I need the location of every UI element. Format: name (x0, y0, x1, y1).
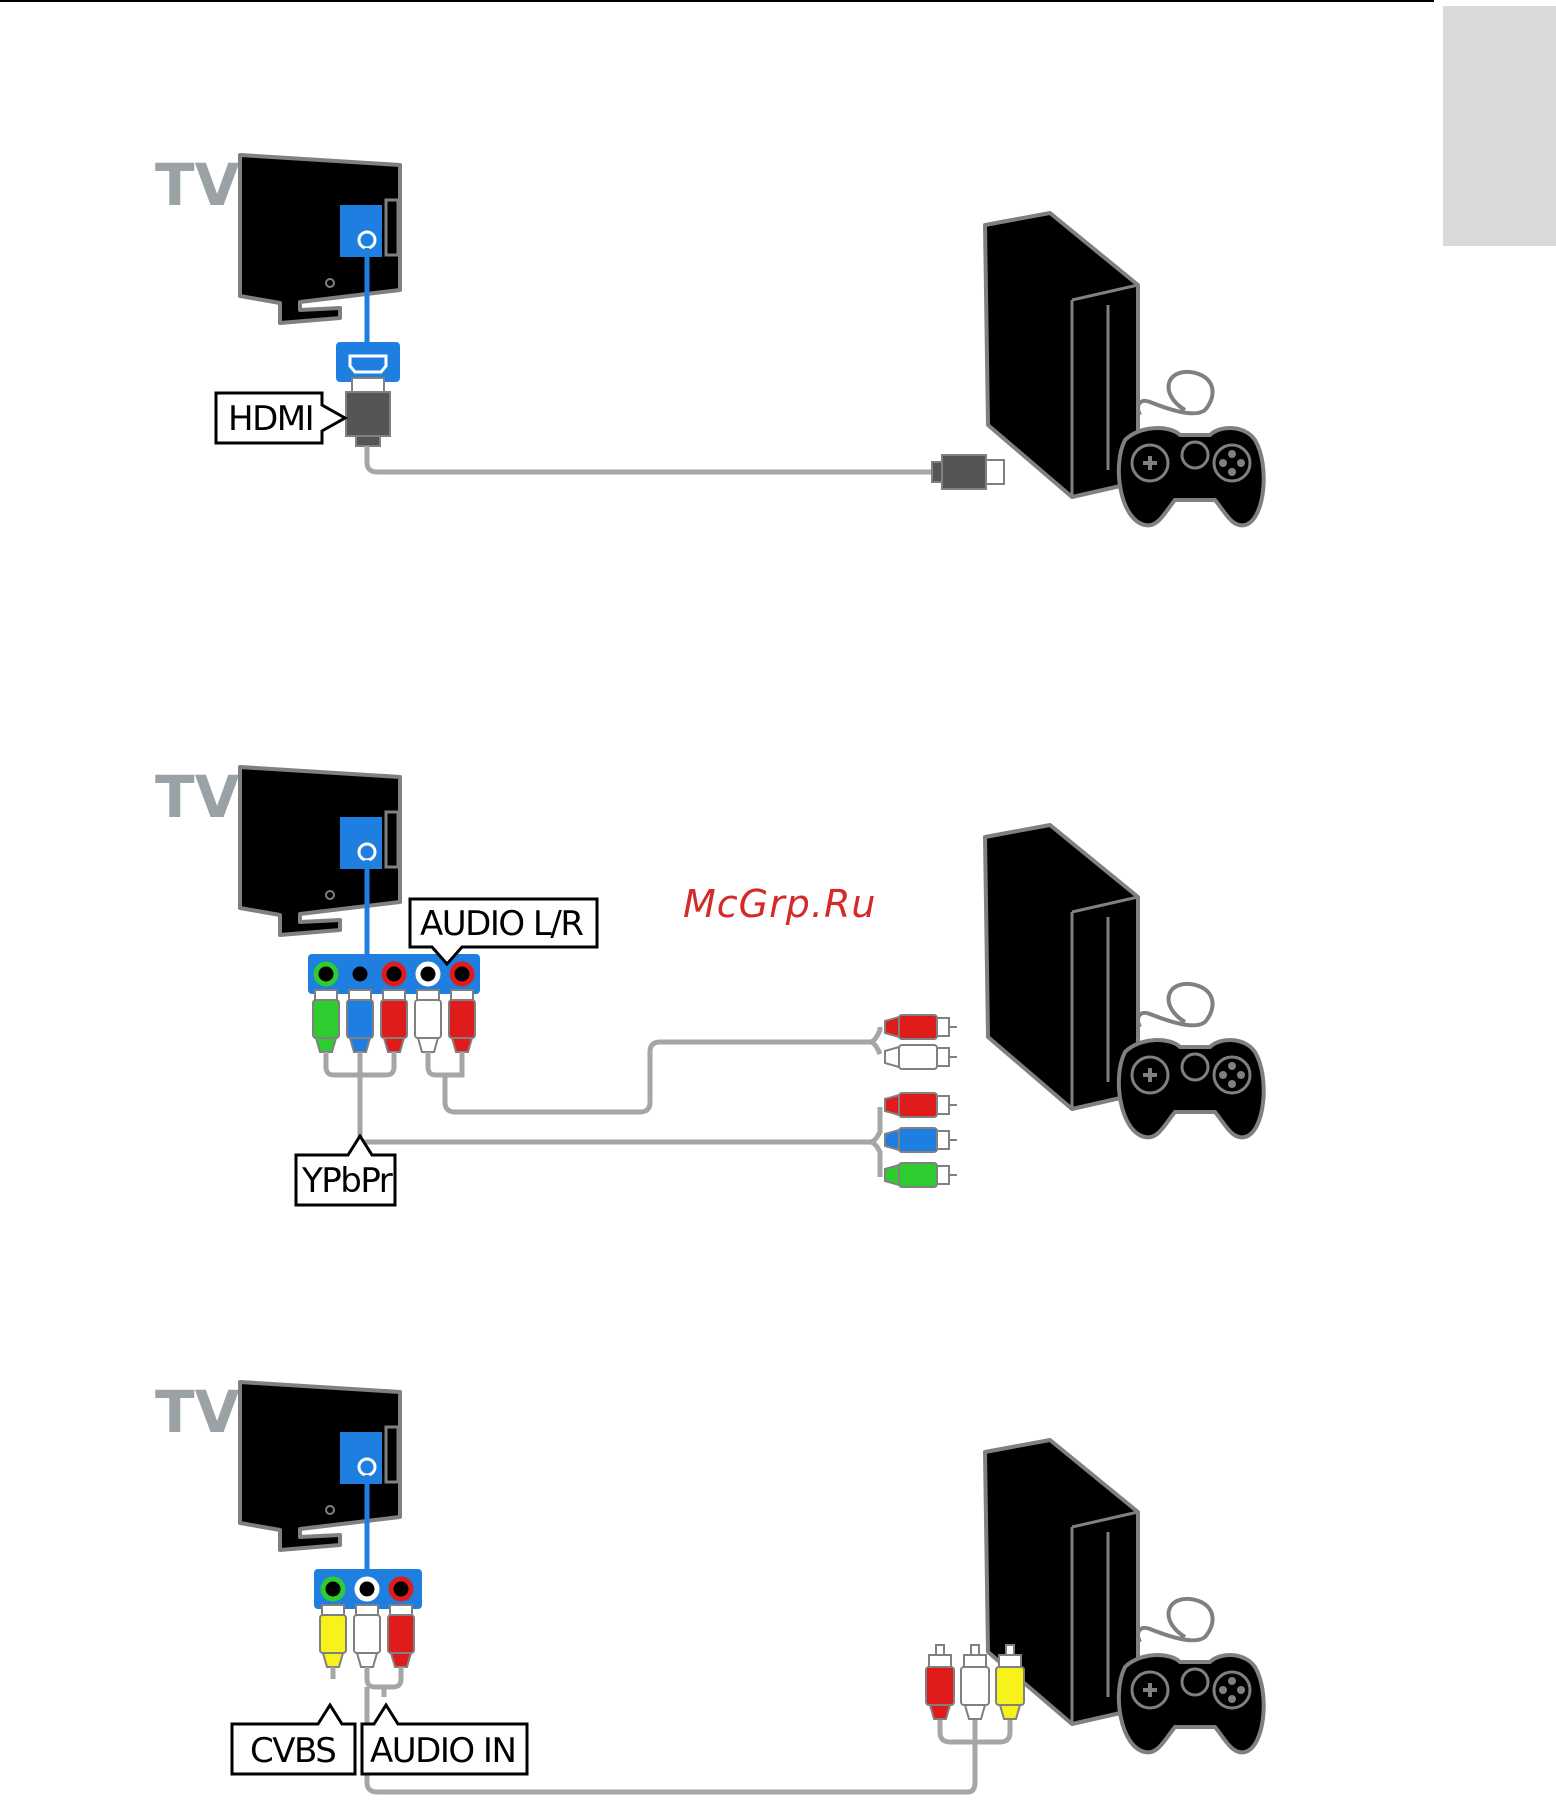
game-console-icon (985, 213, 1264, 525)
cvbs-label: CVBS (232, 1705, 355, 1774)
rca-plug-red-device-icon (885, 1093, 957, 1117)
tv-icon (240, 767, 400, 935)
ypbpr-label-text: YPbPr (301, 1161, 393, 1201)
audio-in-label: AUDIO IN (362, 1705, 527, 1774)
rca-plug-green-device-icon (885, 1163, 957, 1187)
rca-plug-blue-device-icon (885, 1128, 957, 1152)
cvbs-label-text: CVBS (250, 1731, 335, 1771)
tv-icon (240, 155, 400, 323)
section-ypbpr: TV AUDIO L/R (155, 763, 1264, 1205)
rca-plug-yellow-icon (320, 1605, 346, 1667)
rca-plug-red-device-icon (885, 1015, 957, 1039)
rca-plug-yellow-device-icon (996, 1645, 1024, 1719)
audio-lr-label-text: AUDIO L/R (420, 904, 583, 944)
section-cvbs: TV CVBS AUDIO IN (155, 1378, 1264, 1792)
audio-in-label-text: AUDIO IN (370, 1731, 515, 1771)
rca-plug-red-icon (381, 990, 407, 1052)
tv-label: TV (155, 763, 240, 831)
rca-plug-blue-icon (347, 990, 373, 1052)
hdmi-label: HDMI (216, 393, 345, 443)
audio-lr-label: AUDIO L/R (410, 899, 597, 964)
tv-icon (240, 1382, 400, 1550)
section-hdmi: TV HDMI (155, 151, 1264, 525)
rca-plug-white-icon (415, 990, 441, 1052)
ypbpr-label: YPbPr (296, 1136, 395, 1205)
hdmi-label-text: HDMI (228, 399, 313, 439)
rca-plug-white-device-icon (961, 1645, 989, 1719)
rca-plug-white-icon (354, 1605, 380, 1667)
rca-plug-red-icon (449, 990, 475, 1052)
rca-plug-white-device-icon (885, 1045, 957, 1069)
rca-plug-red-device-icon (926, 1645, 954, 1719)
hdmi-port-panel (336, 342, 400, 382)
tv-label: TV (155, 1378, 240, 1446)
game-console-icon (985, 1440, 1264, 1752)
rca-plug-green-icon (313, 990, 339, 1052)
game-console-icon (985, 825, 1264, 1137)
watermark: McGrp.Ru (683, 882, 876, 926)
rca-plug-red-icon (388, 1605, 414, 1667)
hdmi-plug-icon (346, 392, 390, 436)
hdmi-plug-device-icon (942, 455, 986, 489)
tv-label: TV (155, 151, 240, 219)
